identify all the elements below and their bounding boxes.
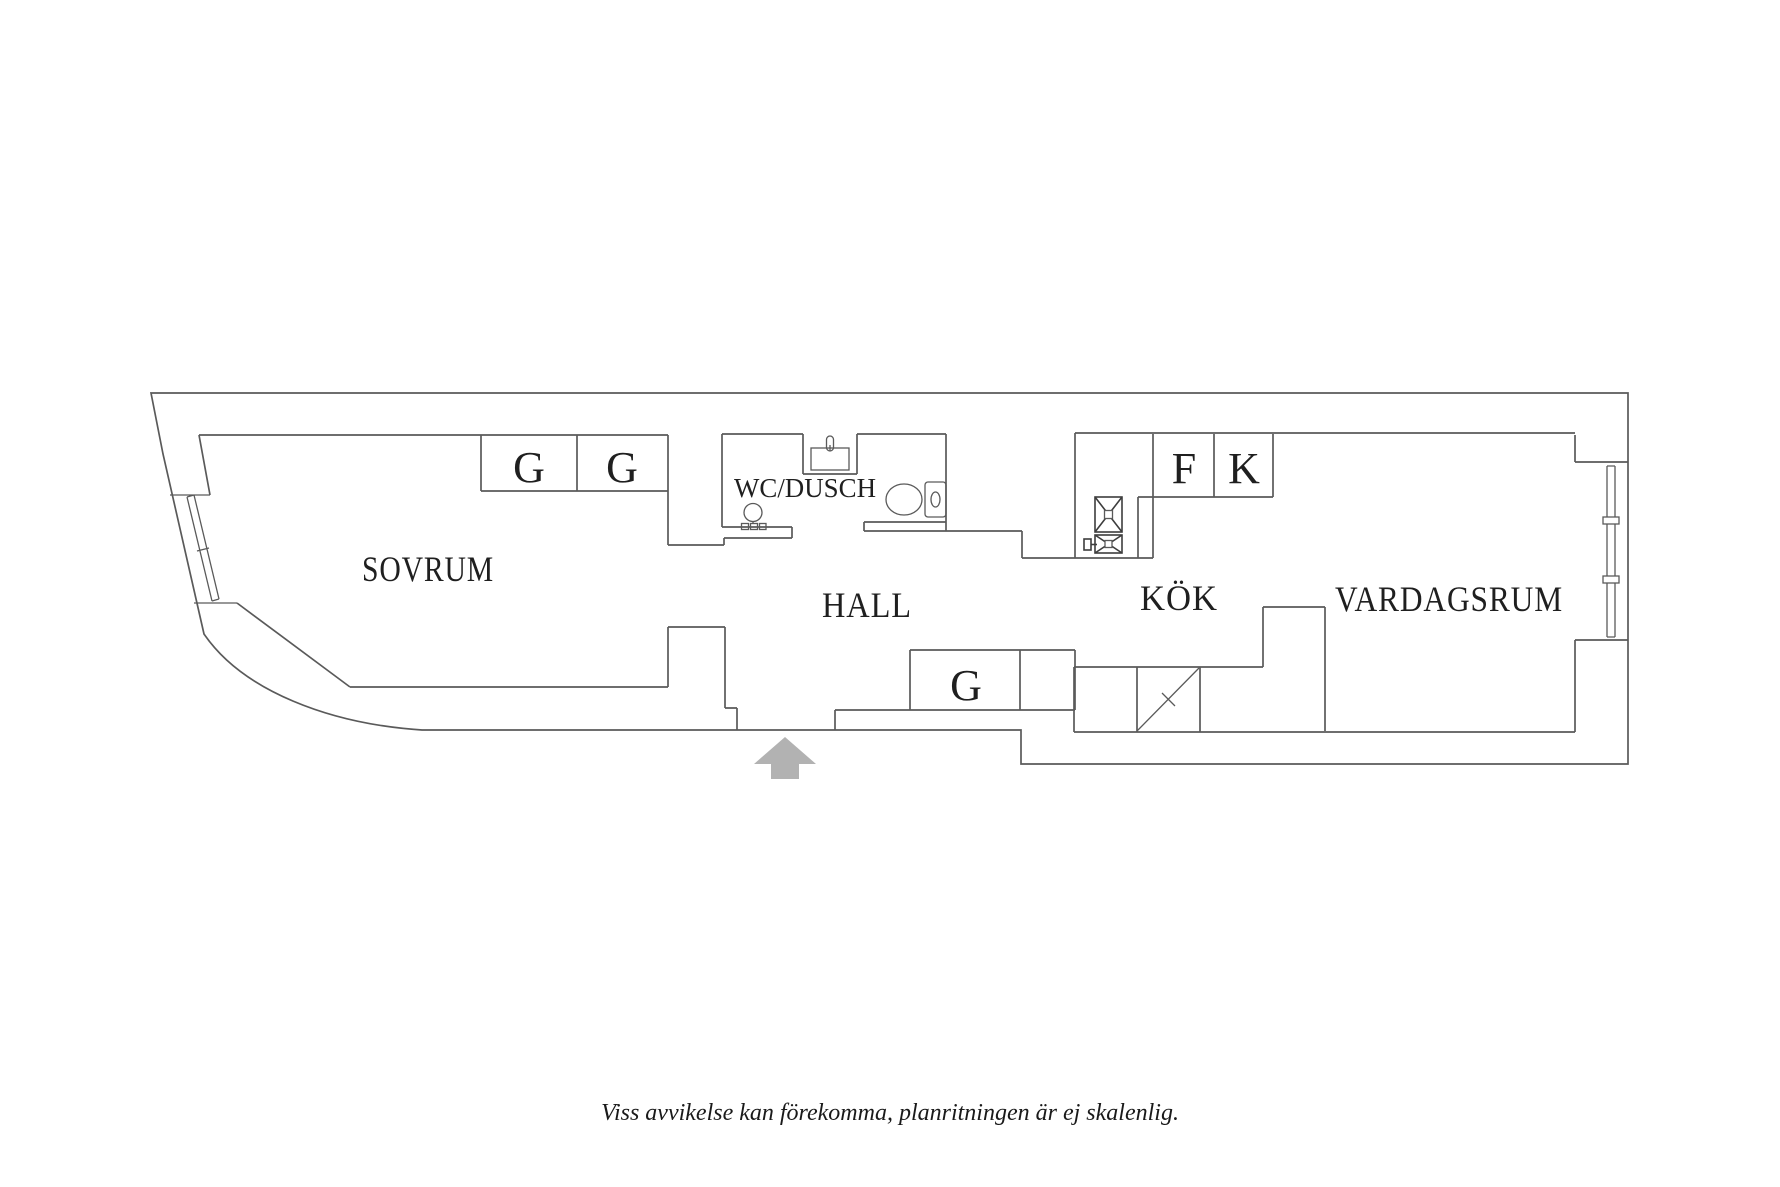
faucet-icon <box>825 435 835 452</box>
room-label-kok: KÖK <box>1140 578 1218 618</box>
closet-label-g1: G <box>513 443 545 492</box>
interior-walls <box>198 432 1628 733</box>
faucet-icon <box>1083 538 1097 551</box>
closet-label-g2: G <box>606 443 638 492</box>
disclaimer-caption: Viss avvikelse kan förekomma, planritnin… <box>601 1100 1179 1126</box>
shaft-diagonal-icon <box>1136 667 1200 732</box>
closet-label-f: F <box>1172 444 1196 493</box>
toilet-icon <box>885 481 947 518</box>
closet-label-k: K <box>1228 444 1260 493</box>
bathroom-sink-icon <box>810 435 850 471</box>
room-label-sovrum: SOVRUM <box>362 549 494 589</box>
outer-wall <box>149 392 1629 765</box>
stove-icon <box>1094 496 1123 533</box>
shower-drain-icon <box>740 502 767 531</box>
room-label-hall: HALL <box>822 585 912 625</box>
entrance-arrow-icon <box>754 737 816 779</box>
closet-label-g3: G <box>950 661 982 710</box>
window-left-icon <box>170 494 237 604</box>
window-right-icon <box>1602 465 1620 638</box>
room-label-vardagsrum: VARDAGSRUM <box>1335 579 1563 619</box>
room-label-wc-dusch: WC/DUSCH <box>734 473 876 503</box>
kitchen-sink-icon <box>1083 534 1123 554</box>
